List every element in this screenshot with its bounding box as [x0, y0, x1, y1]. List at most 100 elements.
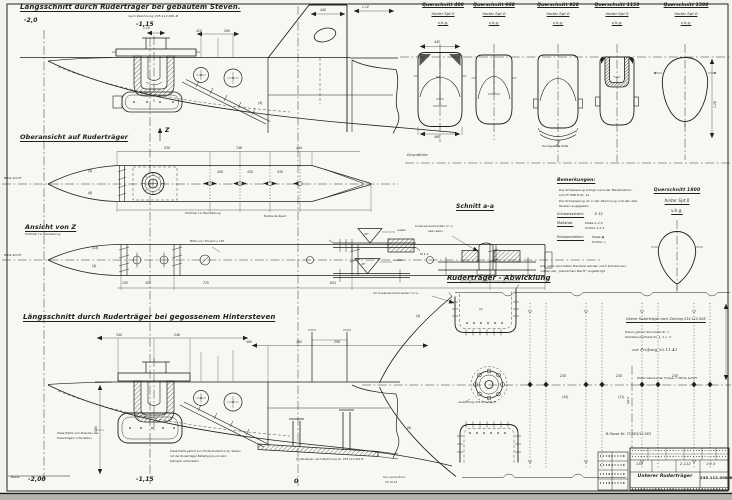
baseline-label: Grundlinie: [407, 152, 428, 157]
axis-label-bottom-left: -2,00: [28, 476, 46, 483]
qs400-sub1: hinter Spt 0: [431, 11, 455, 16]
cross-sections-row: [413, 44, 717, 147]
qs1800-title: Querschnitt 1800: [653, 188, 701, 193]
z-axis-label: Z: [165, 127, 170, 134]
titleblock-microtext-row: [632, 449, 726, 452]
stampgrid-microtext-row: [600, 464, 626, 466]
remarks-line-4: Skizzen angegeben: [559, 204, 589, 208]
plate-note-2-line3: Stahlguß mitzuliefern: [170, 460, 199, 463]
qs1500-sub2: v.h.g.: [680, 19, 692, 25]
section-title-top-view: Oberansicht auf Ruderträger: [20, 133, 129, 141]
development-title: Ruderträger - Abwicklung: [447, 274, 551, 282]
scale-value-1: Maße 1:2,5: [585, 221, 603, 225]
view-from-z: [47, 244, 553, 290]
mitte-schiff-label-top: Mitte Schiff: [4, 176, 22, 180]
weld-outside-label-2: außen: [394, 258, 404, 262]
scale-label: Maßstab:: [557, 221, 574, 225]
flange-center-note: Mitte vom Flansch ⌀ 150: [190, 240, 225, 243]
cross-section-heading-920: Querschnitt 920 hinter Spt 0 v.h.g.: [529, 3, 587, 25]
fin-centerline-note: Mitte Oberkante Flosse = Mitte Schiff: [637, 376, 697, 380]
top-view-plan: [47, 127, 372, 212]
qs920-sub2: v.h.g.: [552, 19, 564, 25]
remarks-title: Bemerkungen:: [557, 178, 596, 183]
cross-section-heading-660: Querschnitt 660 hinter Spt 0 v.h.g.: [465, 3, 523, 25]
install-marks-value-2: Profile ○: [592, 240, 606, 244]
redrawn-note-line2: 29.10.43: [385, 481, 398, 484]
qs400-title: Querschnitt 400: [422, 3, 464, 8]
cross-section-heading-400: Querschnitt 400 hinter Spt 0 v.h.g.: [414, 3, 472, 25]
axis-label-top-mid: -1,15: [136, 21, 154, 28]
title-block-drawing-number: 235.112.008-B: [700, 475, 732, 480]
qs1500-sub1: hinter Spt 0: [674, 11, 698, 16]
screw-note-line1: Linsensenkschrauben ¾"-⌀: [415, 225, 453, 228]
section-title-aa: Schnitt a-a: [456, 203, 494, 210]
template-note-1: Alle nicht vermaßten Bauteile werden nac…: [540, 264, 627, 268]
remarks-line-3: Die Schweissung ist in der Zeichnung und…: [559, 199, 639, 203]
longitudinal-section-built: [20, 4, 457, 134]
qs400-sub2: v.h.g.: [437, 19, 449, 25]
cross-section-heading-1500: Querschnitt 1500 hinter Spt 0 v.h.g.: [657, 3, 715, 25]
cross-section-1800-shape: [651, 231, 703, 290]
qs920-title: Querschnitt 920: [537, 3, 579, 8]
upper-carrier-ref-note: Oberer Ruderträger nach Zeichng 235.112.…: [626, 317, 706, 321]
section-subtitle-long-built: nach Zeichnung 235.112.001-B: [128, 14, 179, 18]
blueprint-copy-note: B-Pause Nr. 73.363/10.563: [606, 432, 652, 436]
scale-value-2: Profile 1:2,5: [585, 226, 605, 230]
title-block-cell-a: 132: [636, 462, 643, 466]
axis-label-bottom-mid: -1,15: [136, 476, 154, 483]
development-ref-note: nach Zchng 235.113.006-B: [458, 401, 496, 404]
qs1800-sub1: hinter Spt 0: [664, 198, 690, 203]
parts-list-note-2: Stahlbaustückliste Nr. 1, 2 u. 3: [625, 335, 672, 339]
approval-note: zur Prüfung 20.11.43: [632, 347, 678, 352]
qs1800-sub2: v.h.g.: [671, 208, 683, 213]
axis-label-bottom-zero: 0: [294, 477, 299, 485]
section-subtitle-view-z: Flutfülze f.d. Bearbeitung: [25, 233, 61, 236]
qs660-sub1: hinter Spt 0: [482, 11, 506, 16]
plate-note-1-line1: Diese Platte vom Eisenbau des: [57, 432, 99, 435]
stern-ref-note: Hintersteven nach Zeichnung Nr. 235.112.…: [296, 458, 364, 461]
qs1150-sub1: hinter Spt 0: [605, 11, 629, 16]
weld-details-and-section-aa: [328, 228, 536, 284]
remarks-line-2: schrift HSB B Nr. 44: [559, 193, 590, 197]
weld-outside-label-1: außen: [397, 228, 407, 232]
machining-note-top-view: Flutfülze f.d. Bearbeitung: [185, 212, 221, 215]
title-block-cell-c: 1:2,5: [706, 462, 716, 466]
install-marks-value-1: Maße ◉: [592, 235, 605, 239]
parts-list-note-1: Hierzu gehört Stückliste Nr. 1: [625, 330, 670, 334]
qs660-title: Querschnitt 660: [473, 3, 515, 8]
section-title-long-cast: Längsschnitt durch Ruderträger bei gegos…: [23, 313, 276, 321]
longitudinal-section-cast: [8, 329, 453, 477]
plate-note-2-line2: mit der Ruderträger-Befestigung und dem: [170, 455, 227, 458]
cross-section-heading-1150: Querschnitt 1150 hinter Spt 0 v.h.g.: [588, 3, 646, 25]
plate-note-1-line2: Ruderträgers mitzuliefern: [57, 437, 92, 440]
scale-note-aa: M 1:1: [420, 252, 429, 256]
frame-edge-note: Mallkante Spant: [264, 215, 287, 218]
screw-note-line2: oben eben: [428, 230, 443, 233]
title-block-lines: [597, 447, 730, 491]
remarks-line-1: Die Schweissung erfolgt nach der Merkbla…: [559, 188, 633, 192]
qs1150-sub2: v.h.g.: [611, 19, 623, 25]
titleblock-microtext-row: [632, 455, 726, 458]
qs1500-title: Querschnitt 1500: [663, 3, 709, 8]
stampgrid-microtext-row: [600, 473, 626, 475]
template-note-2: maßen der „Deutschen Werft“ angefertigt: [540, 269, 605, 273]
section-title-view-z: Ansicht von Z: [25, 223, 77, 231]
development-screws-note: 24 Linsensenkschrauben ¾"-⌀: [373, 291, 419, 295]
weld-wire-label: Schweissdraht:: [557, 212, 585, 216]
titleblock-microtext-row: [632, 488, 726, 490]
qs660-sub2: v.h.g.: [488, 19, 500, 25]
weld-wire-value: E 52: [595, 212, 603, 216]
install-marks-label: Einbaumarken:: [557, 235, 585, 239]
redrawn-note-line1: Neu gezeichnet: [383, 476, 405, 479]
mitte-schiff-label-z: Mitte Schiff: [4, 253, 22, 257]
qs1150-title: Querschnitt 1150: [594, 3, 640, 8]
stampgrid-microtext-row: [600, 482, 626, 484]
development-view: [379, 284, 730, 478]
qs920-sub1: hinter Spt 0: [546, 11, 570, 16]
basis-label: Basis: [11, 475, 20, 479]
axis-label-top-left: -2,0: [24, 17, 38, 24]
section-title-long-built: Längsschnitt durch Ruderträger bei gebau…: [20, 3, 241, 11]
